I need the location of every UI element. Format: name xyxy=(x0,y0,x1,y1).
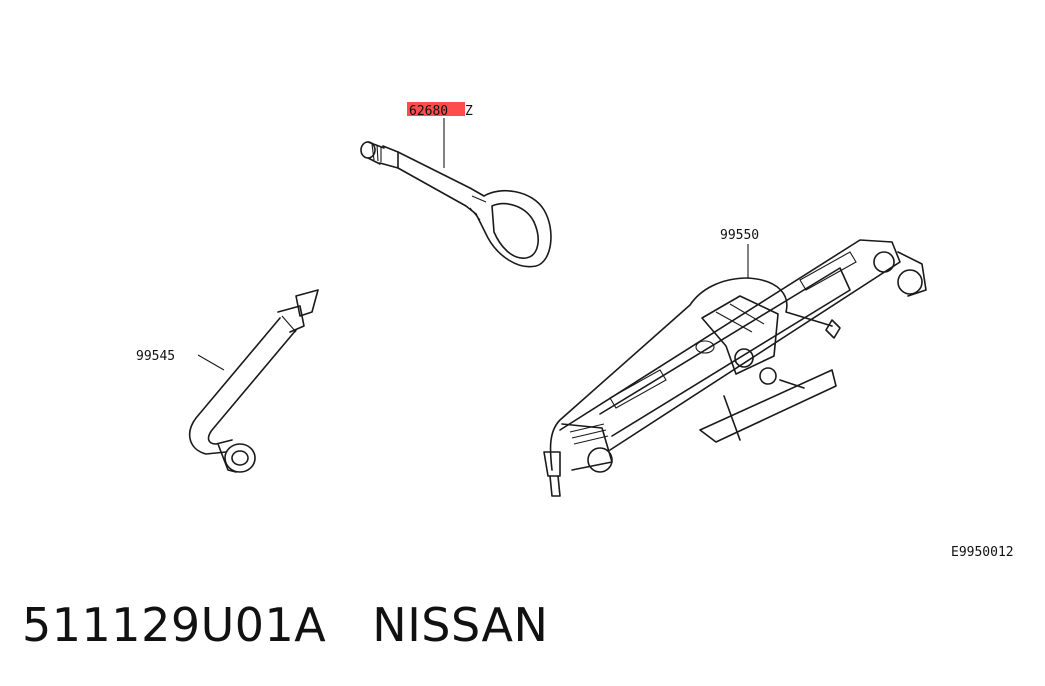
tow-hook-illustration xyxy=(360,141,552,268)
hook-part-number: 62680 xyxy=(409,104,448,119)
caption-part-number: 511129U01A xyxy=(22,598,327,652)
jack-part-number: 99550 xyxy=(720,228,759,243)
caption: 511129U01A NISSAN xyxy=(22,598,548,652)
part-number-highlight xyxy=(407,102,465,116)
wrench-part-number: 99545 xyxy=(136,349,175,364)
caption-brand: NISSAN xyxy=(372,598,549,652)
wheel-wrench-illustration xyxy=(188,289,319,473)
hook-part-suffix: Z xyxy=(465,104,473,119)
wrench-leader-line xyxy=(197,354,225,371)
scissor-jack-illustration xyxy=(543,239,927,497)
figure-code: E9950012 xyxy=(951,545,1014,560)
